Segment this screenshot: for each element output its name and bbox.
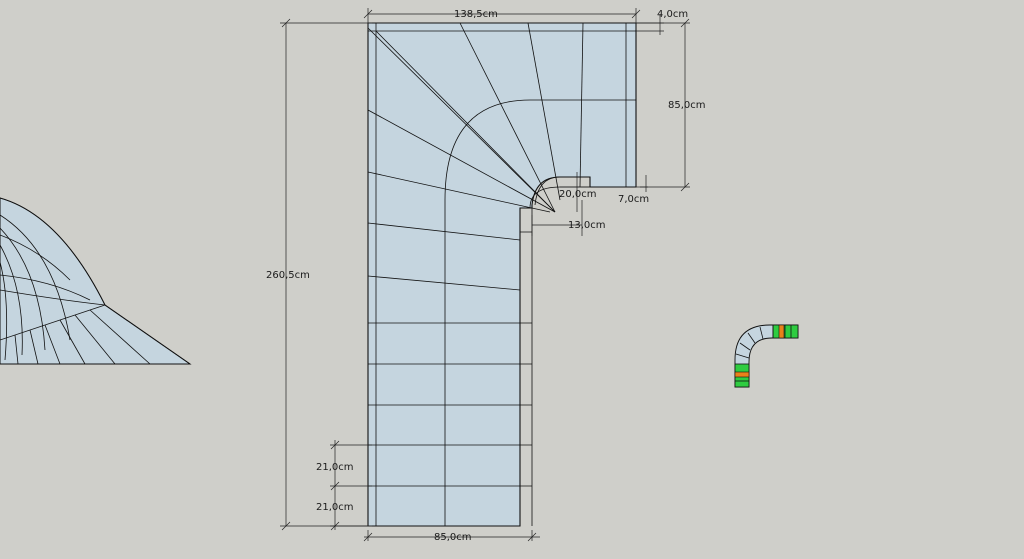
dim-tread-2: 21,0cm xyxy=(316,502,354,513)
dim-top-width: 138,5cm xyxy=(454,9,498,20)
dim-tread-1: 21,0cm xyxy=(316,462,354,473)
dim-landing-depth: 85,0cm xyxy=(668,100,706,111)
stair-outline xyxy=(367,22,637,527)
stair-plan[interactable] xyxy=(367,22,637,527)
dim-edge-offset: 4,0cm xyxy=(657,9,688,20)
tread-lines xyxy=(368,322,532,487)
dimensions: 138,5cm 4,0cm 85,0cm 260,5cm 20,0cm 7,0c… xyxy=(266,8,706,543)
winder-lines xyxy=(367,22,584,291)
dim-inner-step: 20,0cm xyxy=(559,189,597,200)
dim-offset-7: 7,0cm xyxy=(618,194,649,205)
stair-3d-preview-icon xyxy=(0,197,192,365)
dim-total-length: 260,5cm xyxy=(266,270,310,281)
dim-bottom-width: 85,0cm xyxy=(434,532,472,543)
mini-stair-marker-icon[interactable] xyxy=(734,324,799,388)
dim-offset-13: 13,0cm xyxy=(568,220,606,231)
